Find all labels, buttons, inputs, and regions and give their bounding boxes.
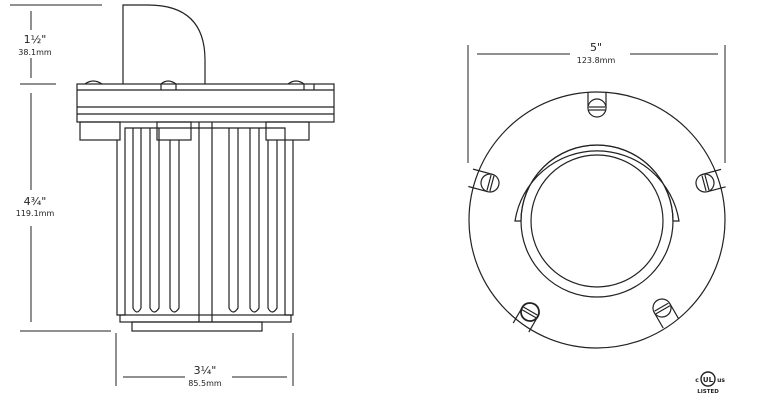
flange-screws [84,80,315,90]
heat-sink-body [116,122,294,332]
height-top-inch: 1½" [24,33,47,46]
diameter-dimension-lines [467,45,726,163]
flange-screw-bottom-left [512,302,540,333]
side-dimension-lines [10,4,294,386]
lens [530,154,664,288]
side-view: 1½" 38.1mm 4¾" 119.1mm 3¼" 85.5mm [10,4,335,388]
flange-screw-top [587,92,607,118]
lens-ring [520,144,674,298]
ul-c-label: c [695,377,699,384]
height-body-mm: 119.1mm [16,209,55,218]
flange-screw-bottom-right [652,298,680,329]
diameter-inch: 5" [590,41,602,54]
height-body-inch: 4¾" [24,195,47,208]
flange-screw-right [695,168,726,193]
ul-mark: UL [703,376,714,384]
stem-elbow [122,4,206,84]
outer-flange-circle [468,91,726,349]
flange [76,83,335,123]
mounting-blocks [79,121,310,141]
ul-listed-label: LISTED [697,389,719,395]
height-top-mm: 38.1mm [18,48,52,57]
width-mm: 85.5mm [188,379,222,388]
diameter-mm: 123.8mm [577,56,616,65]
width-inch: 3¼" [194,364,217,377]
top-view: 5" 123.8mm [467,41,726,349]
ul-circle [700,371,716,387]
ul-listed-logo: c UL us LISTED [695,371,725,395]
lens-collar-arc [514,144,680,222]
ul-us-label: us [717,377,725,384]
heat-sink-fins [132,128,278,313]
flange-screw-left [468,168,500,193]
